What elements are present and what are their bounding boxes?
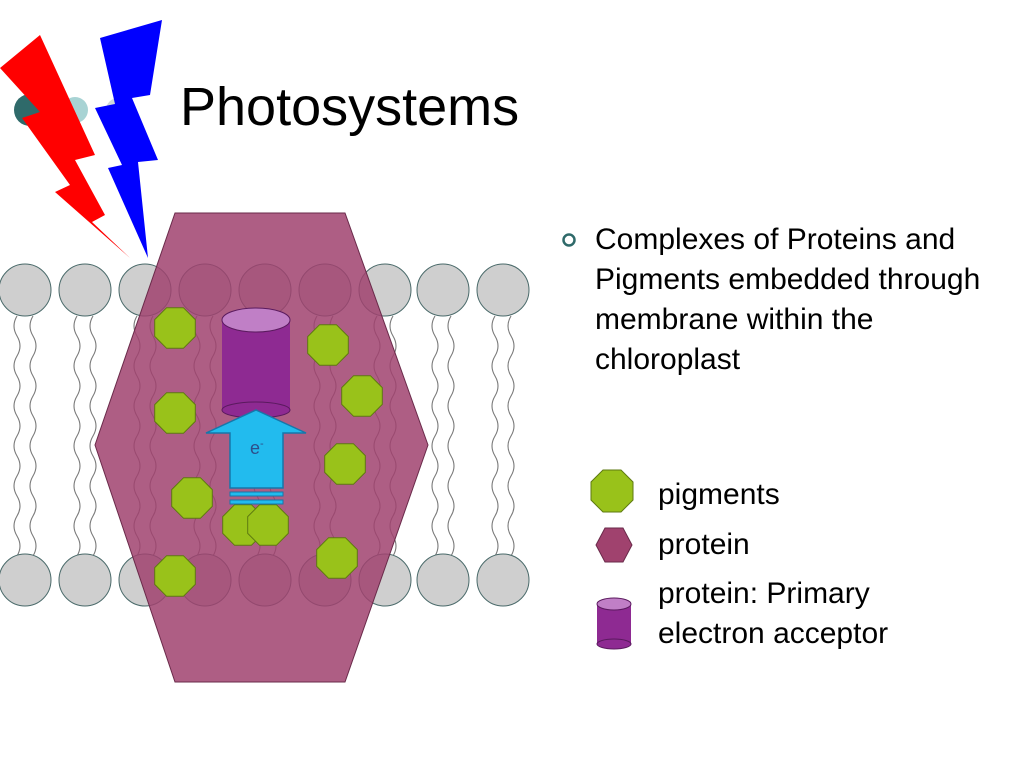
lipid-head bbox=[58, 553, 112, 607]
lipid-head bbox=[476, 553, 530, 607]
lipid-head bbox=[0, 553, 52, 607]
lipid-tail bbox=[73, 315, 81, 557]
pigment-octagon bbox=[154, 307, 196, 349]
electron-label: e- bbox=[250, 438, 264, 459]
pigment-octagon bbox=[316, 537, 358, 579]
pigment-octagon bbox=[247, 504, 289, 546]
electron-arrow bbox=[205, 409, 307, 505]
legend-acceptor-icon bbox=[596, 597, 632, 650]
legend-protein-label: protein bbox=[658, 528, 750, 561]
bullet-ring-icon bbox=[562, 233, 576, 247]
pigment-octagon bbox=[324, 443, 366, 485]
lipid-head bbox=[476, 263, 530, 317]
lipid-tail bbox=[507, 315, 515, 557]
pigment-octagon bbox=[171, 477, 213, 519]
pigment-octagon bbox=[341, 375, 383, 417]
lipid-tail bbox=[89, 315, 97, 557]
legend-acceptor-label: protein: Primary bbox=[658, 577, 870, 610]
lipid-head bbox=[0, 263, 52, 317]
lipid-tail bbox=[431, 315, 439, 557]
page-title: Photosystems bbox=[180, 77, 520, 137]
legend-acceptor-label-line2: electron acceptor bbox=[658, 617, 889, 650]
lipid-tail bbox=[447, 315, 455, 557]
blue-lightning-icon bbox=[95, 20, 162, 258]
electron-charge: - bbox=[260, 438, 264, 450]
bullet-description: Complexes of Proteins and Pigments embed… bbox=[595, 223, 981, 376]
pigment-octagon bbox=[154, 392, 196, 434]
pigment-octagon bbox=[154, 555, 196, 597]
lipid-head bbox=[416, 263, 470, 317]
legend-pigment-icon bbox=[590, 469, 634, 513]
pigment-octagon bbox=[307, 324, 349, 366]
red-lightning-icon bbox=[0, 35, 130, 258]
legend-protein-icon bbox=[595, 527, 633, 563]
electron-symbol: e bbox=[250, 438, 261, 458]
lipid-head bbox=[58, 263, 112, 317]
lipid-tail bbox=[13, 315, 21, 557]
lipid-head bbox=[416, 553, 470, 607]
lipid-tail bbox=[491, 315, 499, 557]
lipid-tail bbox=[29, 315, 37, 557]
primary-electron-acceptor bbox=[221, 307, 291, 419]
legend-pigments-label: pigments bbox=[658, 478, 780, 511]
pigment-group bbox=[154, 307, 383, 597]
